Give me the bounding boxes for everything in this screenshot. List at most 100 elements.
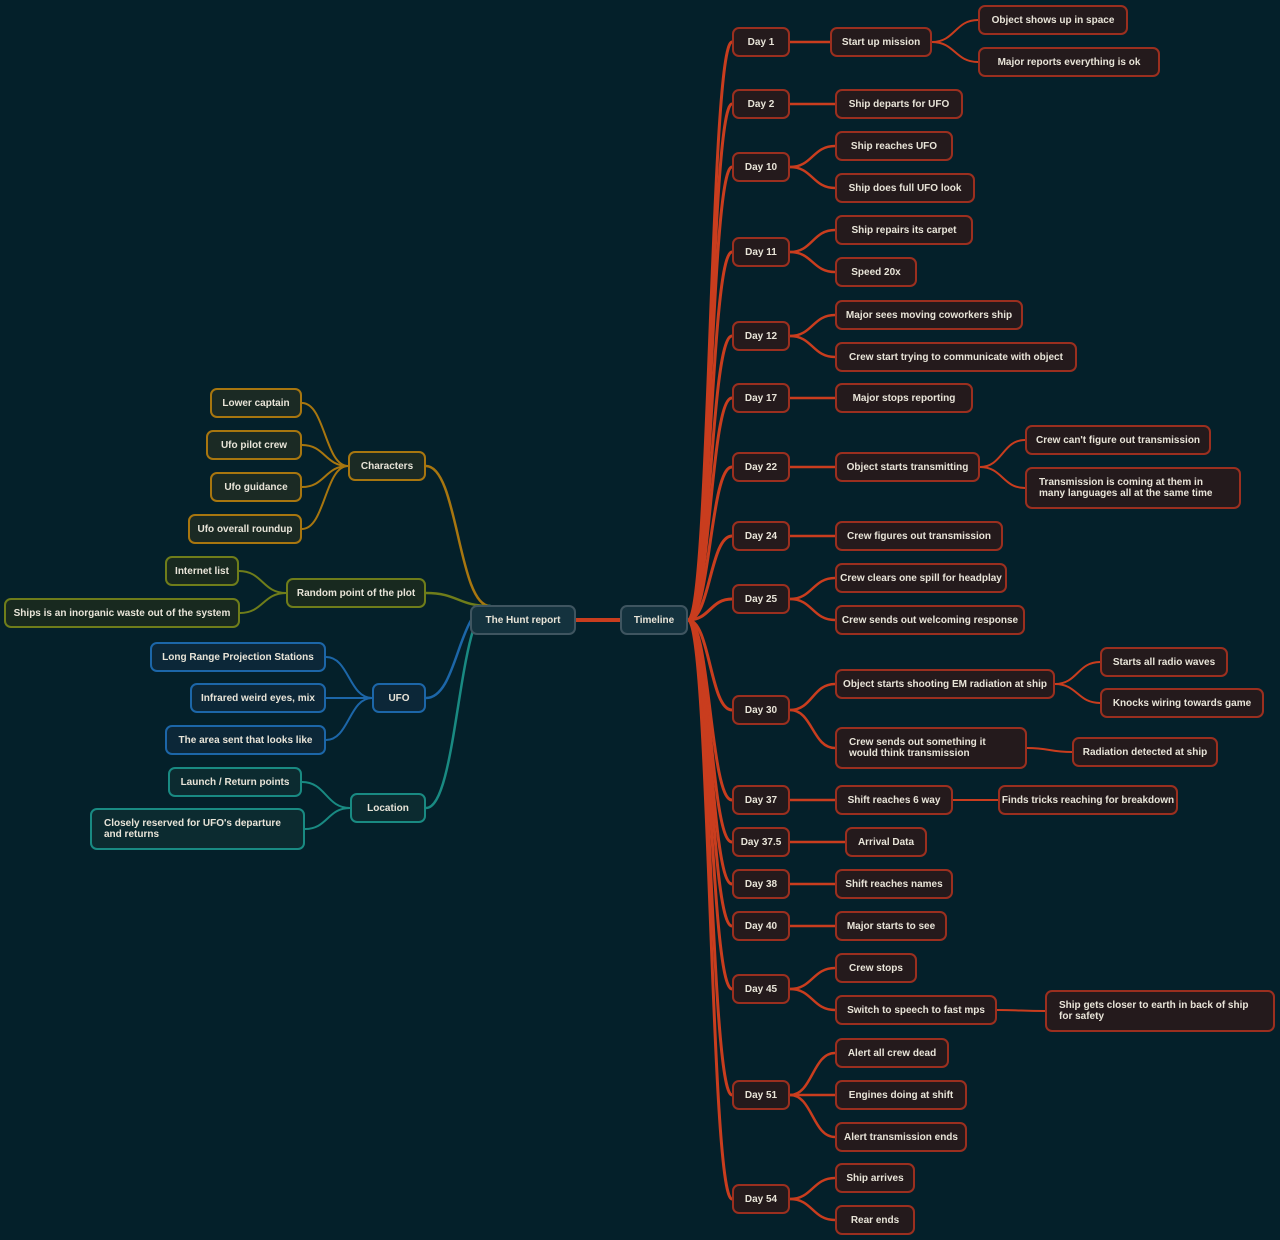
event-node[interactable]: Crew clears one spill for headplay — [835, 563, 1007, 593]
edge-day-event — [788, 708, 837, 750]
detail-node[interactable]: Knocks wiring towards game — [1100, 688, 1264, 718]
event-node[interactable]: Object starts transmitting — [835, 452, 980, 482]
edge-day-event — [788, 228, 837, 254]
edge-category-item — [325, 697, 373, 741]
event-node[interactable]: Crew start trying to communicate with ob… — [835, 342, 1077, 372]
category-node[interactable]: Characters — [348, 451, 426, 481]
detail-node[interactable]: Transmission is coming at them in many l… — [1025, 467, 1241, 509]
day-node[interactable]: Day 2 — [732, 89, 790, 119]
edge-day-event — [788, 144, 837, 169]
edge-root-category — [424, 464, 492, 608]
edge-root-category — [424, 604, 492, 810]
edge-day-event — [788, 1197, 837, 1222]
edge-event-detail — [979, 439, 1026, 468]
category-item-node[interactable]: Lower captain — [210, 388, 302, 418]
category-item-node[interactable]: The area sent that looks like — [165, 725, 326, 755]
category-item-node[interactable]: Infrared weird eyes, mix — [190, 683, 326, 713]
event-node[interactable]: Ship departs for UFO — [835, 89, 963, 119]
edge-category-item — [304, 807, 351, 830]
event-node[interactable]: Crew sends out welcoming response — [835, 605, 1025, 635]
day-node[interactable]: Day 37.5 — [732, 827, 790, 857]
edge-day-event — [788, 1051, 837, 1097]
event-node[interactable]: Major sees moving coworkers ship — [835, 300, 1023, 330]
event-node[interactable]: Shift reaches 6 way — [835, 785, 953, 815]
detail-node[interactable]: Major reports everything is ok — [978, 47, 1160, 77]
edge-day-event — [788, 250, 837, 274]
event-node[interactable]: Crew stops — [835, 953, 917, 983]
edge-timeline-day — [686, 534, 734, 622]
edge-event-detail — [931, 41, 979, 63]
edge-category-item — [301, 781, 351, 809]
timeline-node[interactable]: Timeline — [620, 605, 688, 635]
edge-event-detail — [1054, 683, 1101, 704]
event-node[interactable]: Ship reaches UFO — [835, 131, 953, 161]
event-node[interactable]: Ship arrives — [835, 1163, 915, 1193]
event-node[interactable]: Ship repairs its carpet — [835, 215, 973, 245]
day-node[interactable]: Day 45 — [732, 974, 790, 1004]
day-node[interactable]: Day 22 — [732, 452, 790, 482]
event-node[interactable]: Object starts shooting EM radiation at s… — [835, 669, 1055, 699]
day-node[interactable]: Day 24 — [732, 521, 790, 551]
event-node[interactable]: Engines doing at shift — [835, 1080, 967, 1110]
detail-node[interactable]: Radiation detected at ship — [1072, 737, 1218, 767]
event-node[interactable]: Alert all crew dead — [835, 1038, 949, 1068]
edge-event-detail — [931, 19, 979, 43]
event-node[interactable]: Alert transmission ends — [835, 1122, 967, 1152]
day-node[interactable]: Day 11 — [732, 237, 790, 267]
event-node[interactable]: Ship does full UFO look — [835, 173, 975, 203]
category-item-node[interactable]: Internet list — [165, 556, 239, 586]
day-node[interactable]: Day 30 — [732, 695, 790, 725]
day-node[interactable]: Day 37 — [732, 785, 790, 815]
category-item-node[interactable]: Closely reserved for UFO's departure and… — [90, 808, 305, 850]
edge-category-item — [239, 592, 287, 614]
day-node[interactable]: Day 1 — [732, 27, 790, 57]
detail-node[interactable]: Ship gets closer to earth in back of shi… — [1045, 990, 1275, 1032]
event-node[interactable]: Speed 20x — [835, 257, 917, 287]
day-node[interactable]: Day 12 — [732, 321, 790, 351]
event-node[interactable]: Start up mission — [830, 27, 932, 57]
day-node[interactable]: Day 17 — [732, 383, 790, 413]
category-node[interactable]: Location — [350, 793, 426, 823]
category-node[interactable]: UFO — [372, 683, 426, 713]
event-node[interactable]: Switch to speech to fast mps — [835, 995, 997, 1025]
event-node[interactable]: Crew figures out transmission — [835, 521, 1003, 551]
edge-day-event — [788, 313, 837, 338]
category-item-node[interactable]: Ufo pilot crew — [206, 430, 302, 460]
edge-day-event — [788, 334, 837, 359]
edge-day-event — [788, 966, 837, 991]
category-item-node[interactable]: Ufo guidance — [210, 472, 302, 502]
category-item-node[interactable]: Ships is an inorganic waste out of the s… — [4, 598, 240, 628]
event-node[interactable]: Crew sends out something it would think … — [835, 727, 1027, 769]
category-node[interactable]: Random point of the plot — [286, 578, 426, 608]
day-node[interactable]: Day 10 — [732, 152, 790, 182]
edge-category-item — [325, 656, 373, 699]
category-item-node[interactable]: Long Range Projection Stations — [150, 642, 326, 672]
detail-node[interactable]: Finds tricks reaching for breakdown — [998, 785, 1178, 815]
edge-timeline-day — [686, 597, 734, 622]
day-node[interactable]: Day 54 — [732, 1184, 790, 1214]
detail-node[interactable]: Crew can't figure out transmission — [1025, 425, 1211, 455]
edge-day-event — [788, 1093, 837, 1139]
edge-timeline-day — [686, 465, 734, 622]
edge-event-detail — [1026, 747, 1073, 753]
edge-category-item — [238, 570, 287, 594]
edge-category-item — [301, 402, 349, 467]
day-node[interactable]: Day 25 — [732, 584, 790, 614]
category-item-node[interactable]: Ufo overall roundup — [188, 514, 302, 544]
edge-day-event — [788, 1176, 837, 1201]
day-node[interactable]: Day 51 — [732, 1080, 790, 1110]
event-node[interactable]: Major stops reporting — [835, 383, 973, 413]
edge-event-detail — [979, 466, 1026, 489]
detail-node[interactable]: Starts all radio waves — [1100, 647, 1228, 677]
edge-day-event — [788, 987, 837, 1012]
event-node[interactable]: Rear ends — [835, 1205, 915, 1235]
day-node[interactable]: Day 40 — [732, 911, 790, 941]
day-node[interactable]: Day 38 — [732, 869, 790, 899]
event-node[interactable]: Arrival Data — [845, 827, 927, 857]
event-node[interactable]: Major starts to see — [835, 911, 947, 941]
detail-node[interactable]: Object shows up in space — [978, 5, 1128, 35]
edge-category-item — [301, 444, 349, 467]
category-item-node[interactable]: Launch / Return points — [168, 767, 302, 797]
event-node[interactable]: Shift reaches names — [835, 869, 953, 899]
root-node[interactable]: The Hunt report — [470, 605, 576, 635]
